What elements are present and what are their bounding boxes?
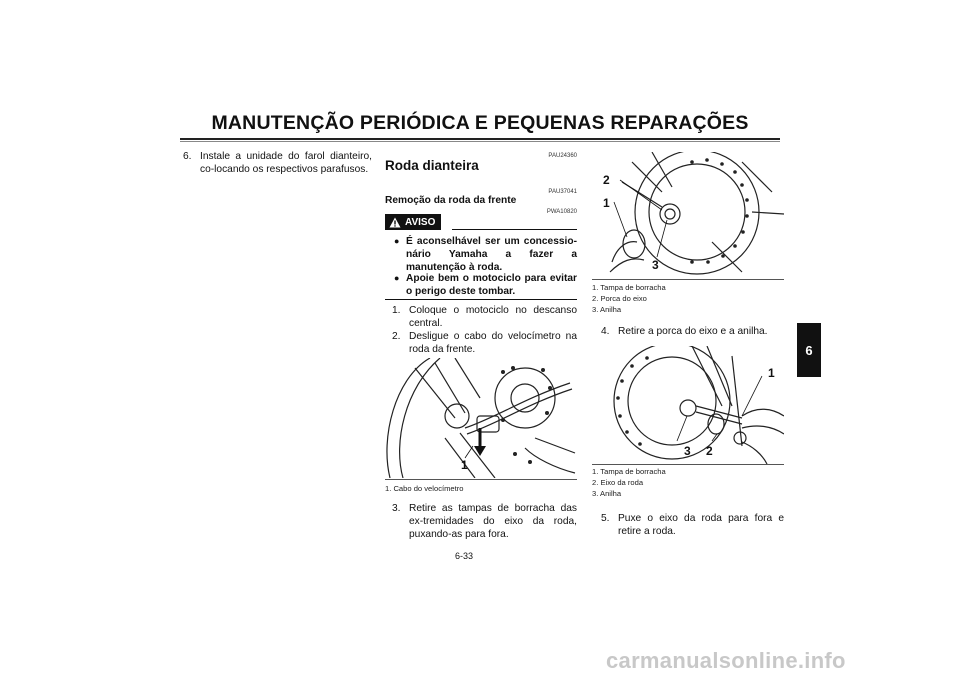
warning-bullet: ● É aconselhável ser um concessio-nário …	[394, 235, 577, 275]
figure-caption: 1. Tampa de borracha 2. Porca do eixo 3.…	[592, 282, 666, 315]
fig2-callout-2: 2	[603, 173, 610, 187]
step-1: 1. Coloque o motociclo no descanso centr…	[392, 304, 577, 332]
step-5: 5. Puxe o eixo da roda para fora e retir…	[601, 512, 784, 542]
warning-end-rule	[385, 299, 577, 300]
reference-code: PAU37041	[548, 189, 577, 195]
step-number: 4.	[601, 326, 610, 337]
step-3: 3. Retire as tampas de borracha das ex-t…	[392, 502, 577, 544]
warning-triangle-icon	[389, 217, 401, 227]
figure-speedometer-cable	[385, 358, 577, 478]
step-number: 5.	[601, 513, 610, 524]
step-4: 4. Retire a porca do eixo e a anilha.	[601, 325, 784, 341]
step-number: 6.	[183, 151, 192, 162]
fig3-callout-3: 3	[684, 444, 691, 458]
step-text: Puxe o eixo da roda para fora e retire a…	[618, 513, 784, 537]
section-tab[interactable]: 6	[797, 323, 821, 377]
caption-line: 2. Eixo da roda	[592, 478, 644, 487]
figure-wheel-axle	[592, 346, 784, 464]
warning-label-text: AVISO	[405, 216, 436, 228]
caption-line: 3. Anilha	[592, 489, 622, 498]
page-number: 6-33	[455, 551, 474, 561]
watermark: carmanualsonline.info	[606, 648, 846, 673]
step-number: 3.	[392, 503, 401, 514]
bullet-icon: ●	[394, 236, 400, 246]
reference-code: PWA10820	[546, 209, 577, 215]
warning-label: AVISO	[385, 214, 442, 230]
step-2: 2. Desligue o cabo do velocímetro na rod…	[392, 330, 577, 358]
step-number: 1.	[392, 305, 401, 316]
bullet-text: É aconselhável ser um concessio-nário Ya…	[406, 236, 577, 273]
warning-rule	[452, 229, 577, 230]
title-rule	[180, 138, 780, 140]
wheel-axle-illustration	[613, 346, 784, 464]
step-text: Retire a porca do eixo e a anilha.	[618, 326, 768, 337]
subheading: Remoção da roda da frente	[385, 195, 517, 206]
axle-nut-illustration	[609, 152, 784, 275]
figure-rule	[592, 279, 784, 280]
fig1-callout-1: 1	[461, 458, 468, 472]
caption-line: 1. Tampa de borracha	[592, 467, 666, 476]
figure-axle-nut	[592, 152, 784, 278]
speedometer-cable-illustration	[386, 358, 576, 478]
step-text: Retire as tampas de borracha das ex-trem…	[409, 503, 577, 540]
caption-line: 2. Porca do eixo	[592, 294, 647, 303]
step-text: Coloque o motociclo no descanso central.	[409, 305, 577, 329]
title-rule-thin	[180, 141, 780, 142]
step-text: Instale a unidade do farol dianteiro, co…	[200, 151, 372, 175]
reference-code: PAU24360	[548, 153, 577, 159]
caption-line: 1. Tampa de borracha	[592, 283, 666, 292]
figure-rule	[592, 464, 784, 465]
bullet-text: Apoie bem o motociclo para evitar o peri…	[406, 273, 577, 297]
fig2-callout-3: 3	[652, 258, 659, 272]
page-title: MANUTENÇÃO PERIÓDICA E PEQUENAS REPARAÇÕ…	[211, 112, 749, 134]
step-number: 2.	[392, 331, 401, 342]
fig2-callout-1: 1	[603, 196, 610, 210]
bullet-icon: ●	[394, 273, 400, 283]
warning-bullet: ● Apoie bem o motociclo para evitar o pe…	[394, 272, 577, 300]
fig3-callout-1: 1	[768, 366, 775, 380]
step-6: 6. Instale a unidade do farol dianteiro,…	[183, 150, 373, 180]
step-text: Desligue o cabo do velocímetro na roda d…	[409, 331, 577, 355]
caption-line: 3. Anilha	[592, 305, 622, 314]
figure-rule	[385, 479, 577, 480]
section-heading: Roda dianteira	[385, 158, 479, 173]
fig3-callout-2: 2	[706, 444, 713, 458]
figure-caption: 1. Cabo do velocímetro	[385, 484, 464, 493]
figure-caption: 1. Tampa de borracha 2. Eixo da roda 3. …	[592, 466, 666, 499]
